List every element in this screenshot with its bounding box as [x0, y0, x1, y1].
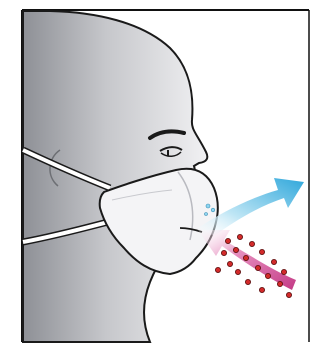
particle-icon — [286, 292, 291, 297]
particle-icon — [277, 281, 282, 286]
particle-icon — [237, 234, 242, 239]
particle-icon — [249, 241, 254, 246]
particle-icon — [281, 269, 286, 274]
particle-icon — [259, 249, 264, 254]
particle-icon — [271, 259, 276, 264]
particle-icon — [235, 269, 240, 274]
particle-icon — [265, 273, 270, 278]
particle-icon — [215, 267, 220, 272]
particle-icon — [245, 279, 250, 284]
particle-icon — [221, 250, 226, 255]
particle-icon — [225, 238, 230, 243]
particle-icon — [233, 247, 238, 252]
particle-icon — [243, 255, 248, 260]
particle-icon — [259, 287, 264, 292]
particle-icon — [227, 261, 232, 266]
particle-icon — [255, 265, 260, 270]
